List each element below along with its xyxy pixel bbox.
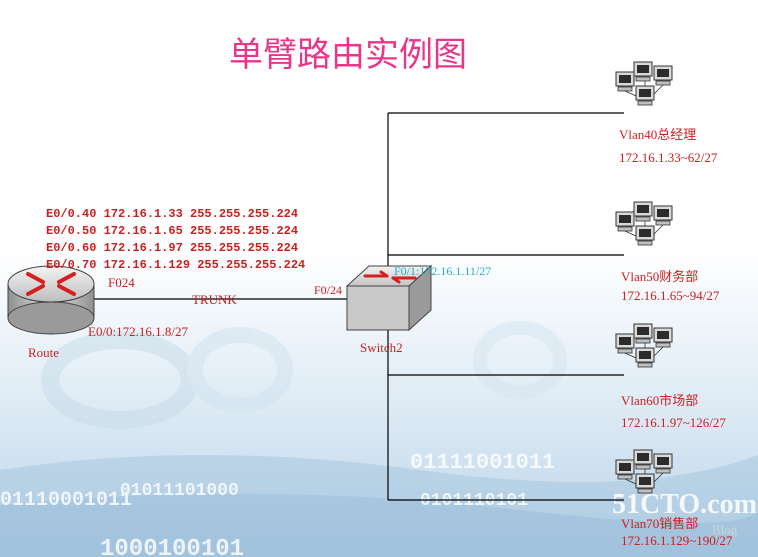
svg-text:51CTO.com: 51CTO.com [612,489,757,520]
svg-text:01110001011: 01110001011 [0,489,132,512]
router-subinterface: E0/0.70 172.16.1.129 255.255.255.224 [46,258,305,272]
connection-lines [85,112,624,501]
router-subinterfaces: E0/0.40 172.16.1.33 255.255.255.224E0/0.… [46,207,305,272]
switch-name: Switch2 [360,340,403,355]
router-subinterface: E0/0.40 172.16.1.33 255.255.255.224 [46,207,298,221]
router-port-label: F024 [108,275,135,290]
switch-port-label: F0/24 [314,283,342,297]
vlan-ip-range: 172.16.1.65~94/27 [621,288,720,303]
svg-text:1000100101: 1000100101 [100,536,244,557]
trunk-label: TRUNK [192,292,237,307]
switch-mgmt-ip: F0/1:172.16.1.11/27 [394,264,491,278]
vlan-ip-range: 172.16.1.129~190/27 [621,533,733,548]
vlan-ip-range: 172.16.1.33~62/27 [619,150,718,165]
router-interface-ip: E0/0:172.16.1.8/27 [88,324,189,339]
svg-text:0101110101: 0101110101 [420,491,528,511]
site-watermark: 51CTO.com Blog [612,489,757,537]
vlan-name: Vlan70销售部 [621,516,698,531]
switch-icon [345,264,433,332]
svg-text:Blog: Blog [712,522,738,537]
router-icon [7,265,95,335]
vlan-ip-range: 172.16.1.97~126/27 [621,415,726,430]
vlan-name: Vlan40总经理 [619,127,696,142]
vlan-name: Vlan60市场部 [621,393,698,408]
svg-text:01011101000: 01011101000 [120,481,239,501]
binary-watermark: 01111001011 01110001011 01011101000 0101… [0,450,555,557]
router-subinterface: E0/0.60 172.16.1.97 255.255.255.224 [46,241,298,255]
background-decoration [0,321,758,557]
diagram-title: 单臂路由实例图 [229,35,467,75]
router-name: Route [28,345,59,360]
svg-text:01111001011: 01111001011 [410,450,555,475]
router-subinterface: E0/0.50 172.16.1.65 255.255.255.224 [46,224,298,238]
vlan-name: Vlan50财务部 [621,269,698,284]
